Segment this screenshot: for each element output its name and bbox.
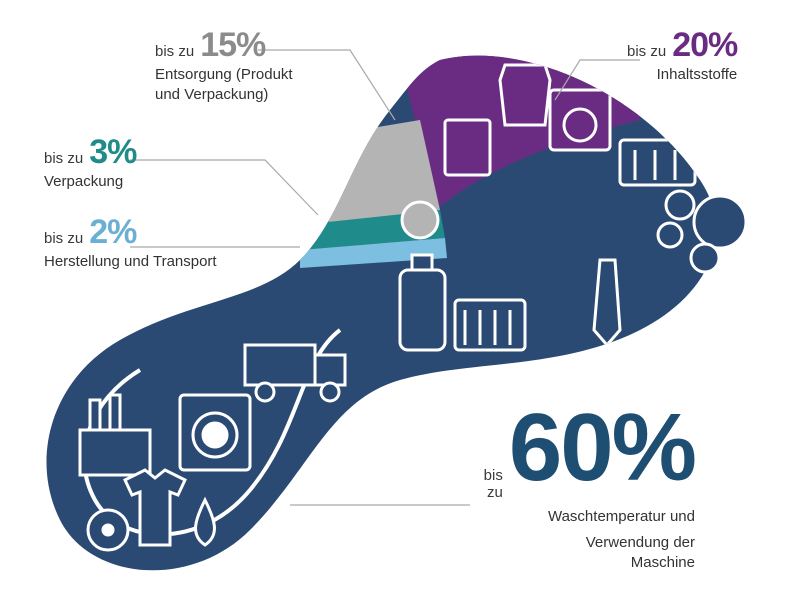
laundry-basket-icon bbox=[618, 138, 697, 187]
callout-entsorgung-line2: und Verpackung) bbox=[155, 86, 269, 103]
jug-icon bbox=[498, 63, 552, 127]
water-drop-icon bbox=[194, 496, 216, 547]
leader-line-verpackung bbox=[130, 159, 319, 216]
washing-machine-icon bbox=[178, 393, 252, 472]
leader-line-entsorgung bbox=[258, 49, 396, 121]
callout-verpackung-line1: Verpackung bbox=[44, 173, 124, 190]
detergent-box-icon bbox=[443, 118, 492, 177]
callout-waschtemperatur-prefix: bis zu bbox=[483, 467, 503, 501]
cd-icon bbox=[86, 508, 130, 552]
callout-inhaltsstoffe-line1: Inhaltsstoffe bbox=[656, 66, 738, 83]
washing-machine-icon bbox=[548, 88, 612, 152]
tie-icon bbox=[592, 258, 622, 348]
soap-bubbles-icon bbox=[400, 200, 440, 240]
callout-waschtemperatur-percent: 60% bbox=[508, 394, 697, 501]
callout-herstellung: bis zu 2% Herstellung und Transport bbox=[44, 213, 217, 272]
detergent-bottle-icon bbox=[398, 253, 447, 352]
callout-entsorgung-percent: 15% bbox=[200, 26, 266, 64]
callout-herstellung-line1: Herstellung und Transport bbox=[44, 253, 217, 270]
callout-verpackung-prefix: bis zu bbox=[44, 150, 84, 167]
callout-entsorgung-line1: Entsorgung (Produkt bbox=[155, 66, 293, 83]
callout-herstellung-prefix: bis zu bbox=[44, 230, 84, 247]
callout-inhaltsstoffe-prefix: bis zu bbox=[627, 43, 667, 60]
callout-entsorgung: bis zu 15% Entsorgung (Produkt und Verpa… bbox=[155, 26, 293, 105]
callout-verpackung-percent: 3% bbox=[89, 133, 137, 171]
callout-entsorgung-prefix: bis zu bbox=[155, 43, 195, 60]
truck-icon bbox=[243, 343, 347, 403]
leader-line-inhaltsstoffe bbox=[554, 59, 640, 101]
callout-inhaltsstoffe-percent: 20% bbox=[672, 26, 738, 64]
laundry-basket-icon bbox=[453, 298, 527, 352]
callout-verpackung: bis zu 3% Verpackung bbox=[44, 133, 137, 192]
callout-waschtemperatur: bis zu 60% Waschtemperatur und Verwendun… bbox=[484, 400, 697, 573]
callout-inhaltsstoffe: bis zu 20% Inhaltsstoffe bbox=[627, 26, 738, 85]
factory-icon bbox=[78, 393, 152, 477]
soap-bubbles-icon bbox=[656, 189, 748, 274]
callout-herstellung-percent: 2% bbox=[89, 213, 137, 251]
callout-waschtemperatur-line1: Waschtemperatur und bbox=[547, 508, 695, 525]
shirt-icon bbox=[123, 468, 187, 547]
callout-waschtemperatur-line2: Verwendung der Maschine bbox=[585, 534, 695, 571]
footprint-lightblue-section bbox=[300, 238, 447, 268]
